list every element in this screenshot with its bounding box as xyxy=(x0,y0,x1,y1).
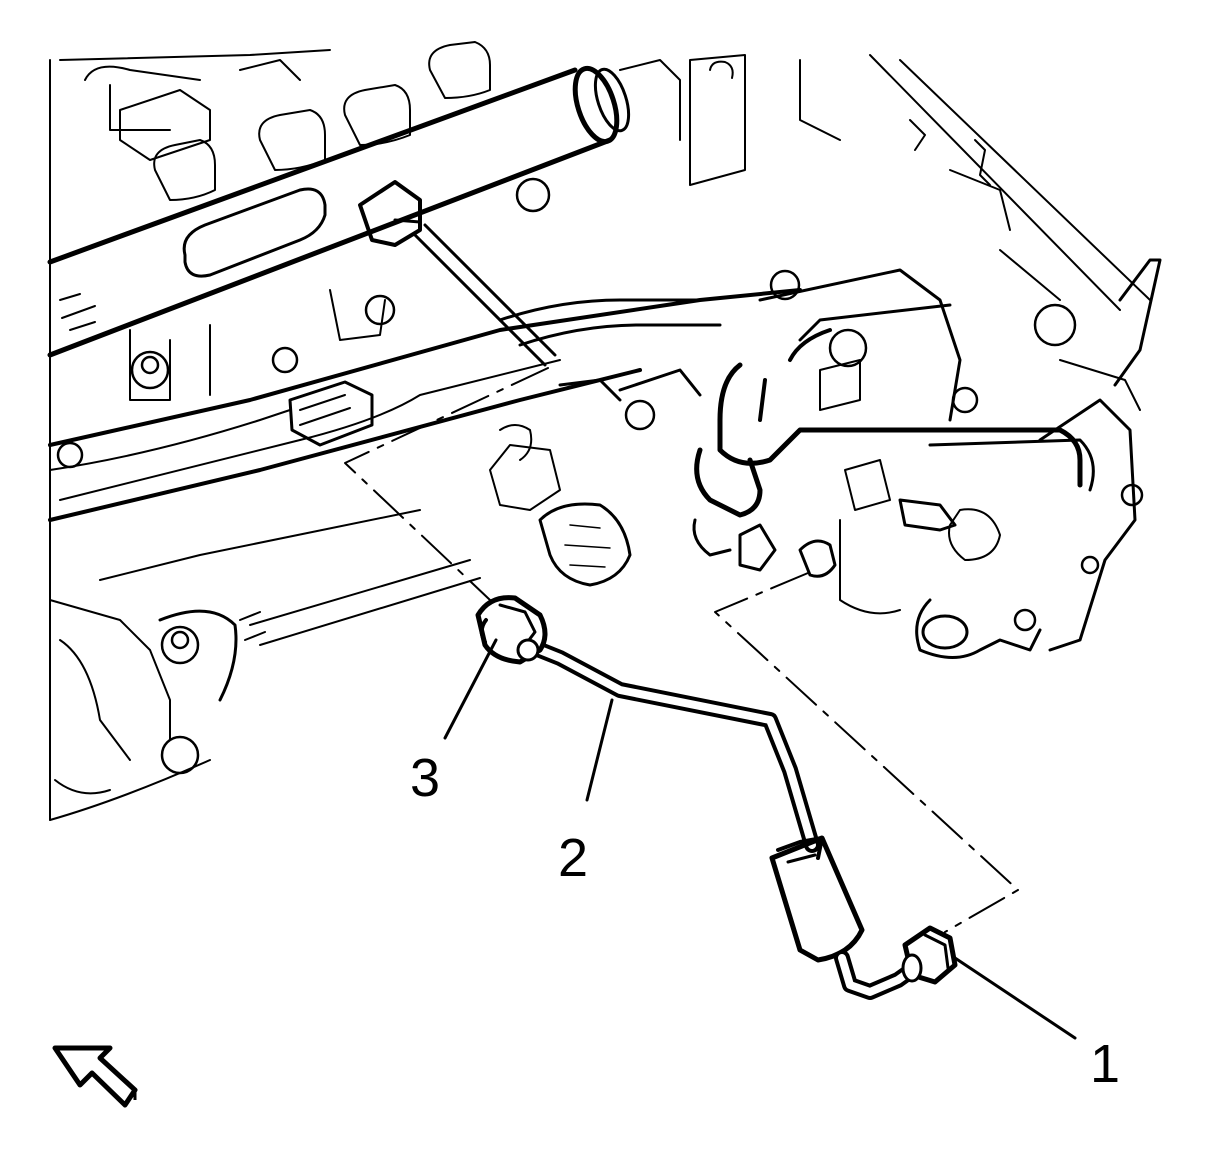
leader-lines xyxy=(443,638,1077,1040)
front-direction-arrow-icon xyxy=(52,1045,138,1108)
alignment-phantom-lines xyxy=(344,367,1019,933)
leader-line-3 xyxy=(443,638,498,740)
upper-right-structure xyxy=(799,54,1162,411)
lower-fitting-nut xyxy=(901,925,958,985)
injectors xyxy=(84,41,746,201)
callout-3: 3 xyxy=(410,748,440,808)
fuel-pump xyxy=(489,268,1137,659)
leader-line-1 xyxy=(953,956,1077,1040)
lower-block xyxy=(49,509,481,795)
callout-2: 2 xyxy=(558,828,588,888)
engine-assembly xyxy=(47,41,1162,821)
fuel-rail xyxy=(47,65,631,358)
sensor-connector xyxy=(288,380,374,447)
leader-line-2 xyxy=(585,698,614,802)
bolts xyxy=(56,177,1144,775)
callout-1: 1 xyxy=(1090,1034,1120,1094)
upper-fitting-nut xyxy=(475,595,548,665)
manifold xyxy=(48,288,802,522)
fuel-feed-pipe xyxy=(507,632,920,1000)
coolant-hose xyxy=(413,223,1095,492)
